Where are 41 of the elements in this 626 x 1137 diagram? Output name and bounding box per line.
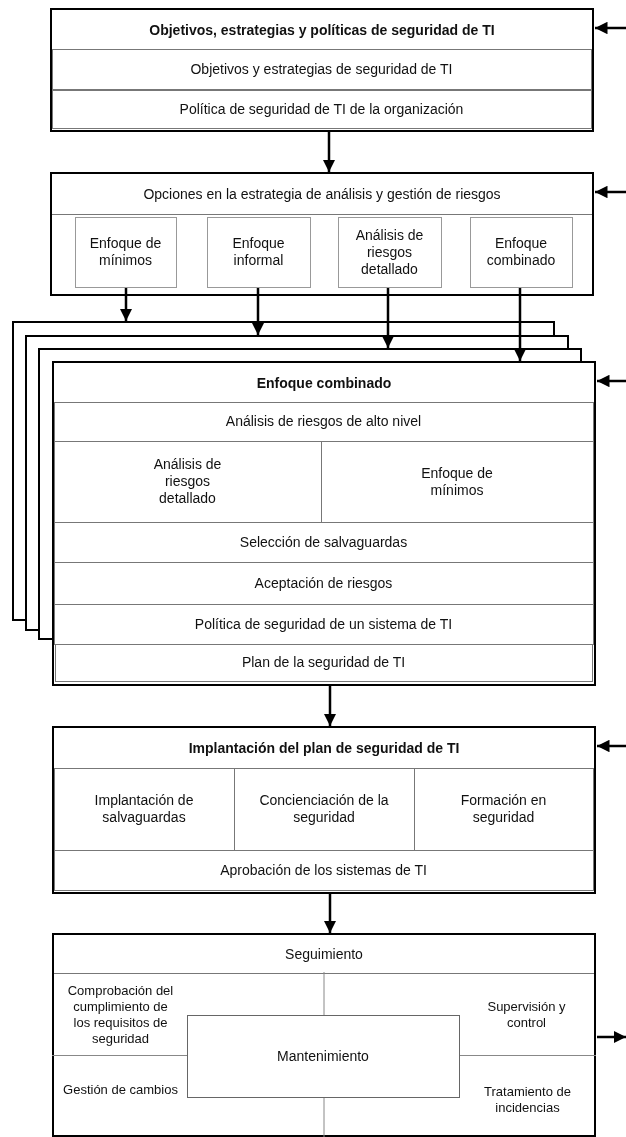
option-box: Análisis de riesgos detallado bbox=[337, 216, 442, 288]
section-heading: Enfoque combinado bbox=[256, 374, 392, 391]
option-box: Enfoque combinado bbox=[469, 216, 573, 288]
arrow bbox=[381, 288, 395, 348]
quadrant-label: Tratamiento de incidencias bbox=[461, 1074, 594, 1125]
arrow bbox=[323, 686, 337, 726]
arrow bbox=[322, 132, 336, 172]
process-box bbox=[52, 726, 596, 894]
section-heading: Objetivos, estrategias y políticas de seguridad de TI bbox=[149, 21, 495, 38]
text-cell: Política de seguridad de un sistema de TI bbox=[53, 603, 594, 645]
arrow bbox=[251, 288, 265, 335]
text-cell: Objetivos y estrategias de seguridad de TI bbox=[51, 48, 592, 90]
text-cell: Política de seguridad de TI de la organización bbox=[51, 89, 592, 129]
process-box bbox=[50, 172, 594, 296]
text-cell: Aceptación de riesgos bbox=[53, 561, 594, 605]
option-box: Enfoque informal bbox=[206, 216, 311, 288]
arrow bbox=[597, 739, 626, 753]
arrow bbox=[323, 894, 337, 933]
section-heading: Implantación del plan de seguridad de TI bbox=[188, 740, 460, 756]
text-cell: Formación en seguridad bbox=[413, 767, 594, 851]
text-cell: Análisis de riesgos de alto nivel bbox=[53, 401, 594, 442]
text-cell: Selección de salvaguardas bbox=[53, 521, 594, 563]
arrow bbox=[595, 21, 626, 35]
arrow bbox=[597, 1030, 626, 1044]
document-stack bbox=[12, 321, 598, 689]
section-heading: Seguimiento bbox=[285, 946, 363, 962]
option-box: Enfoque de mínimos bbox=[74, 216, 177, 288]
arrow bbox=[513, 288, 527, 361]
text-cell: Aprobación de los sistemas de TI bbox=[53, 849, 594, 891]
quadrant-label: Comprobación del cumplimiento de los requisitos de seguridad bbox=[55, 975, 186, 1054]
arrow bbox=[119, 288, 133, 321]
arrow bbox=[597, 374, 626, 388]
section-heading: Opciones en la estrategia de análisis y gestión de riesgos bbox=[143, 186, 501, 202]
process-box: Mantenimiento bbox=[186, 1014, 460, 1098]
quadrant-label: Gestión de cambios bbox=[55, 1059, 186, 1120]
process-box bbox=[52, 933, 596, 1137]
quadrant-label: Supervisión y control bbox=[461, 989, 592, 1040]
arrow bbox=[595, 185, 626, 199]
process-box bbox=[50, 8, 594, 132]
text-cell: Plan de la seguridad de TI bbox=[54, 643, 593, 682]
text-cell: Implantación de salvaguardas bbox=[53, 767, 235, 851]
